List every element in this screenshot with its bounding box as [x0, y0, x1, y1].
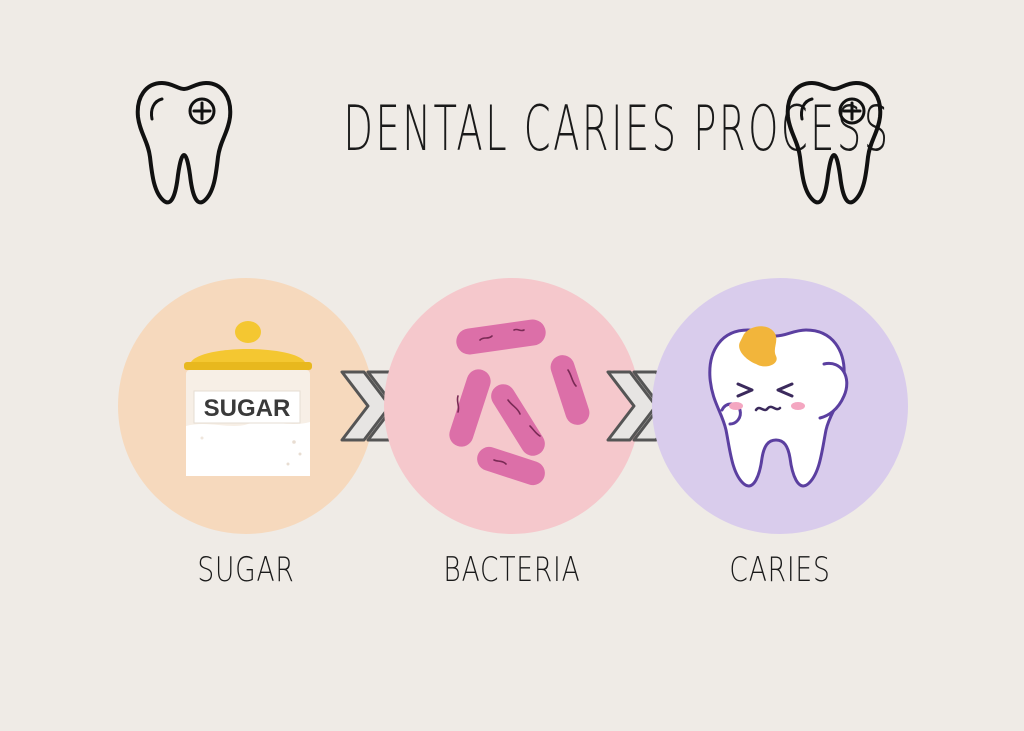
stage-label-bacteria: BACTERIA [443, 550, 581, 590]
stage-sugar: SUGAR [118, 278, 374, 534]
page-title: DENTAL CARIES PROCESS [343, 92, 891, 165]
header: DENTAL CARIES PROCESS [0, 70, 1024, 210]
stage-caries [652, 278, 908, 534]
bacteria-icon [449, 319, 590, 486]
stage-label-caries: CARIES [729, 550, 831, 590]
tooth-plus-icon [135, 81, 233, 205]
stage-label-sugar: SUGAR [197, 550, 295, 590]
decayed-tooth-icon [708, 326, 849, 488]
tooth-plus-icon [785, 81, 883, 205]
stage-bacteria [384, 278, 640, 534]
sugar-jar-icon: SUGAR [184, 321, 312, 476]
jar-label: SUGAR [204, 395, 291, 422]
